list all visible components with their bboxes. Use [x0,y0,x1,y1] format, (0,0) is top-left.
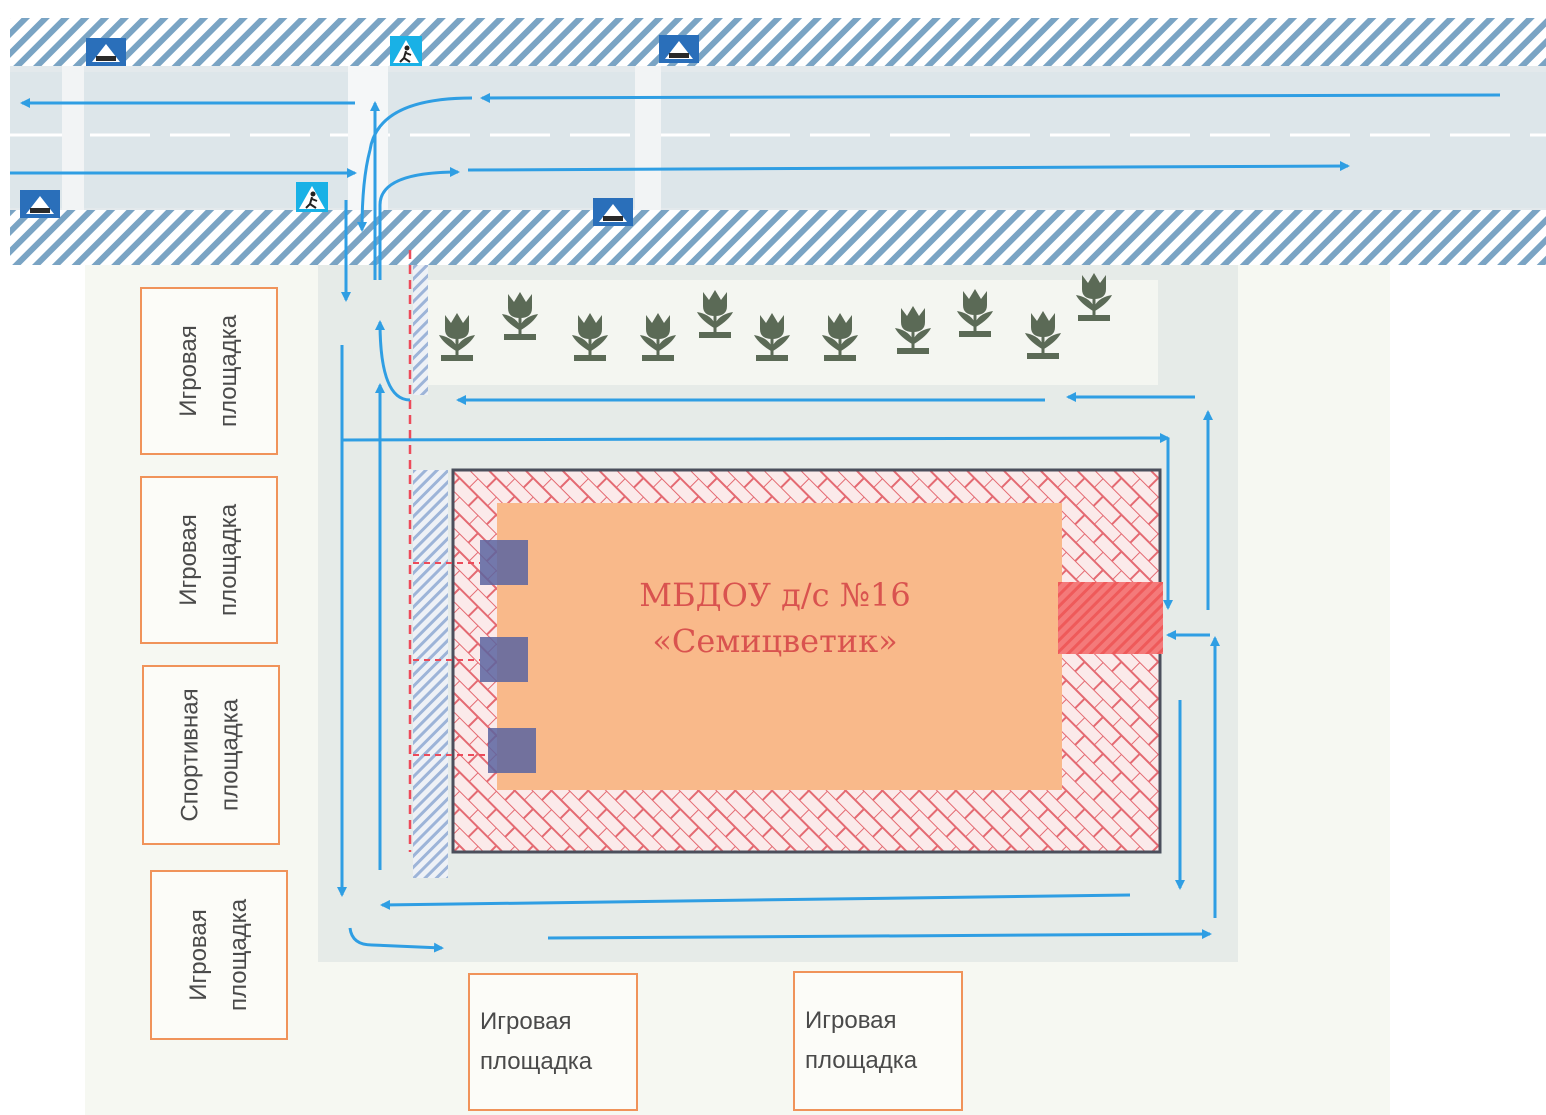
side-door-3 [488,728,536,773]
zone-label-line2: площадка [217,698,244,812]
crosswalk-left [62,66,84,210]
speed-bump-sign-icon [86,38,126,66]
zone-label-line2: площадка [225,898,252,1012]
playground-zone-1: Игровая площадка [140,287,278,455]
main-entrance [1058,582,1163,654]
zone-label-line1: Игровая [480,1008,572,1035]
speed-bump-sign-icon [20,190,60,218]
movement-arrows [10,92,1501,953]
speed-bump-sign-icon [593,198,633,226]
zone-label-line2: площадка [215,314,242,428]
playground-zone-6: Игровая площадка [793,971,963,1111]
walkway-upper [413,265,428,395]
bottom-sidewalk [10,210,1546,265]
building-name-line2: «Семицветик» [652,622,898,660]
top-sidewalk [10,18,1546,66]
playground-zone-2: Игровая площадка [140,476,278,644]
playground-zone-5: Игровая площадка [468,973,638,1111]
sports-ground-zone: Спортивная площадка [142,665,280,845]
zone-label-line2: площадка [480,1048,593,1075]
zone-label-line2: площадка [805,1047,918,1074]
pedestrian-crossing-sign-icon [390,36,422,66]
zone-label-line1: Игровая [175,514,202,606]
zone-label-line1: Игровая [805,1007,897,1034]
side-door-2 [480,637,528,682]
playground-zone-4: Игровая площадка [150,870,288,1040]
zone-label-line1: Игровая [185,909,212,1001]
zone-label-line1: Спортивная [177,688,204,822]
walkway-lower [413,470,448,878]
zone-label-line2: площадка [215,503,242,617]
building [497,503,1062,790]
zone-label-line1: Игровая [175,325,202,417]
crosswalk-right [635,66,661,210]
side-door-1 [480,540,528,585]
crosswalk-center [348,66,388,210]
building-name-line1: МБДОУ д/с №16 [639,576,911,614]
pedestrian-crossing-sign-icon [296,182,328,212]
speed-bump-sign-icon [659,35,699,63]
building-label: МБДОУ д/с №16 «Семицветик» [560,572,990,664]
